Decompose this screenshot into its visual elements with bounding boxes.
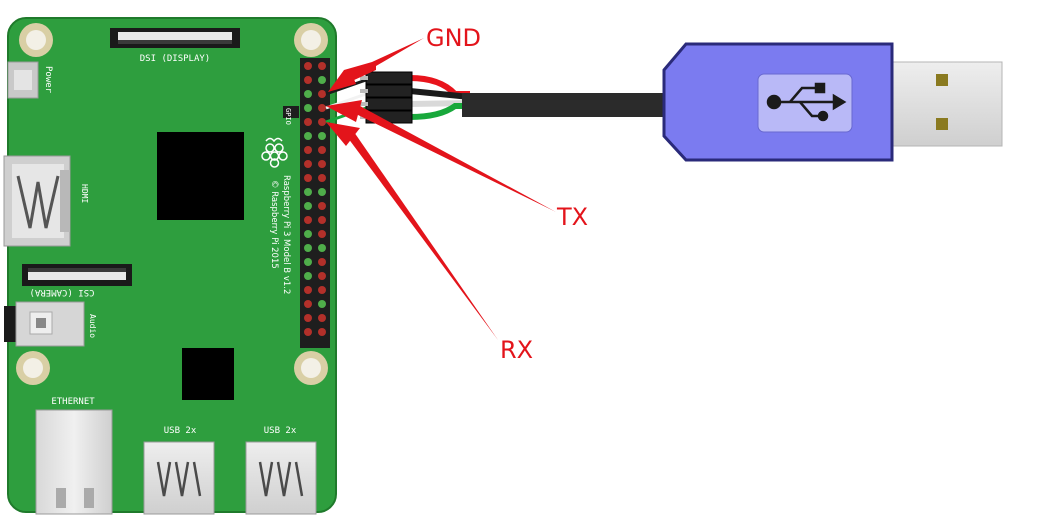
gpio-pin bbox=[318, 160, 326, 168]
gpio-pin bbox=[304, 90, 312, 98]
gpio-pin bbox=[318, 202, 326, 210]
usb-symbol-icon bbox=[766, 82, 847, 122]
power-connector: Power bbox=[7, 61, 53, 99]
gpio-pin bbox=[304, 174, 312, 182]
gpio-pin bbox=[304, 118, 312, 126]
gpio-pin bbox=[318, 286, 326, 294]
gpio-pin bbox=[318, 174, 326, 182]
tx-arrow bbox=[356, 106, 556, 212]
gpio-header: GPIO bbox=[283, 58, 330, 348]
gpio-pin bbox=[318, 132, 326, 140]
gpio-pin bbox=[304, 104, 312, 112]
usb-serial-adapter bbox=[662, 42, 1003, 162]
gpio-pin bbox=[304, 328, 312, 336]
power-label: Power bbox=[43, 66, 53, 94]
mounting-holes bbox=[16, 23, 328, 385]
gpio-pin bbox=[304, 62, 312, 70]
gpio-pin bbox=[318, 76, 326, 84]
gpio-pin bbox=[318, 146, 326, 154]
gpio-pin bbox=[304, 230, 312, 238]
usb-port-right: USB 2x bbox=[245, 426, 317, 515]
gpio-pin bbox=[304, 300, 312, 308]
gpio-pin bbox=[318, 188, 326, 196]
audio-jack: Audio bbox=[4, 301, 97, 347]
gpio-pin bbox=[304, 160, 312, 168]
tx-label: TX bbox=[556, 203, 588, 231]
gpio-pin bbox=[318, 118, 326, 126]
raspberry-pi-board: DSI (DISPLAY) Power Raspberry Pi 3 Model… bbox=[3, 17, 337, 515]
cpu-chip bbox=[157, 132, 244, 220]
gpio-pin bbox=[318, 216, 326, 224]
gpio-pin bbox=[318, 62, 326, 70]
gpio-pin bbox=[318, 104, 326, 112]
gnd-label: GND bbox=[426, 24, 481, 52]
hdmi-label: HDMI bbox=[80, 184, 89, 203]
csi-connector: CSI (CAMERA) bbox=[22, 264, 132, 297]
gpio-pin bbox=[304, 216, 312, 224]
gpio-pin bbox=[318, 90, 326, 98]
usb-controller-chip bbox=[182, 348, 234, 400]
ethernet-label: ETHERNET bbox=[51, 397, 95, 407]
gpio-pin bbox=[318, 314, 326, 322]
gpio-pin bbox=[304, 314, 312, 322]
wire-black bbox=[409, 88, 471, 100]
callout-arrows bbox=[326, 38, 556, 340]
gpio-pin bbox=[318, 230, 326, 238]
board-model-text: Raspberry Pi 3 Model B v1.2 bbox=[281, 175, 291, 294]
gpio-pin bbox=[318, 272, 326, 280]
gpio-pin bbox=[304, 202, 312, 210]
gpio-pin bbox=[304, 272, 312, 280]
usb-right-label: USB 2x bbox=[264, 426, 297, 436]
ethernet-port: ETHERNET bbox=[35, 397, 113, 515]
gpio-pin bbox=[304, 132, 312, 140]
usb-left-label: USB 2x bbox=[164, 426, 197, 436]
raspberry-logo-icon bbox=[261, 137, 288, 168]
gpio-pin bbox=[318, 258, 326, 266]
gpio-pin bbox=[304, 76, 312, 84]
gpio-pin bbox=[304, 286, 312, 294]
usb-cable bbox=[462, 93, 665, 117]
rx-label: RX bbox=[500, 336, 533, 364]
usb-port-left: USB 2x bbox=[143, 426, 215, 515]
gpio-pin bbox=[318, 300, 326, 308]
hdmi-port: HDMI bbox=[3, 155, 89, 247]
gpio-pin bbox=[304, 188, 312, 196]
gpio-pin bbox=[304, 244, 312, 252]
dsi-connector: DSI (DISPLAY) bbox=[110, 28, 240, 64]
gpio-pin bbox=[318, 328, 326, 336]
csi-label: CSI (CAMERA) bbox=[29, 287, 94, 297]
gpio-pin bbox=[304, 146, 312, 154]
rx-arrow bbox=[348, 132, 498, 340]
audio-label: Audio bbox=[88, 314, 97, 338]
gpio-pin bbox=[318, 244, 326, 252]
board-copyright-text: © Raspberry Pi 2015 bbox=[269, 180, 279, 269]
gpio-label: GPIO bbox=[284, 108, 292, 125]
gpio-pin bbox=[304, 258, 312, 266]
dsi-label: DSI (DISPLAY) bbox=[140, 54, 210, 64]
wire-green bbox=[409, 103, 470, 120]
